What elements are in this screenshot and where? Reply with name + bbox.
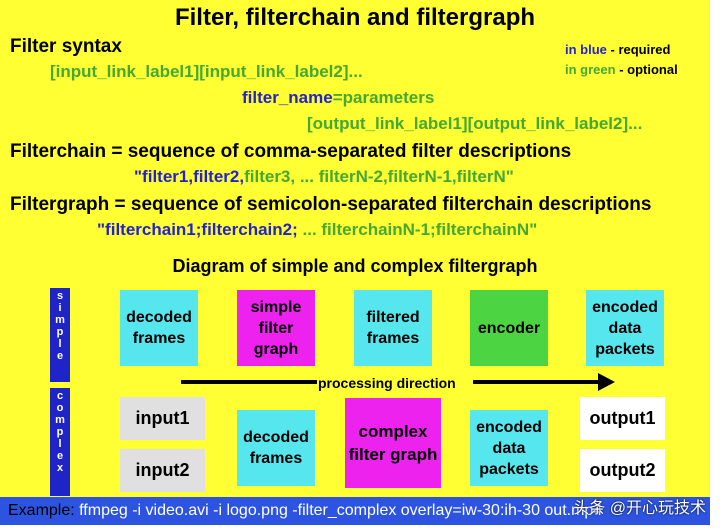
complex-filter-graph-box: complex filter graph [345, 398, 441, 488]
processing-direction-arrow [181, 373, 615, 391]
slide: Filter, filterchain and filtergraph Filt… [0, 0, 710, 525]
simple-encoded-packets-box: encoded data packets [586, 290, 664, 366]
simple-letter: m [55, 314, 65, 326]
output1-box: output1 [580, 397, 665, 440]
filtered-frames-box: filtered frames [354, 290, 432, 366]
filter-name: filter_name [242, 88, 333, 107]
simple-decoded-frames-box: decoded frames [120, 290, 198, 366]
legend-blue-text: in blue [565, 42, 607, 57]
filter-name-params: filter_name=parameters [242, 88, 434, 108]
legend-blue-desc: - required [606, 42, 671, 57]
filtergraph-example-required: "filterchain1;filterchain2; [97, 220, 298, 239]
output2-box: output2 [580, 449, 665, 492]
encoder-box: encoder [470, 290, 548, 366]
filterchain-example-optional: filter3, ... filterN-2,filterN-1,filterN… [244, 167, 514, 186]
simple-letter: s [56, 290, 64, 302]
filtergraph-example: "filterchain1;filterchain2; ... filterch… [97, 220, 537, 240]
filterchain-example-required: "filter1,filter2, [134, 167, 245, 186]
simple-letter: l [58, 338, 62, 350]
filterchain-definition: Filterchain = sequence of comma-separate… [10, 141, 572, 162]
complex-letter: o [56, 402, 64, 414]
input-link-labels: [input_link_label1][input_link_label2]..… [50, 62, 363, 81]
output-link-labels: [output_link_label1][output_link_label2]… [307, 114, 643, 133]
filtergraph-definition: Filtergraph = sequence of semicolon-sepa… [10, 194, 652, 215]
complex-letter: x [56, 462, 64, 474]
filter-syntax-heading: Filter syntax [10, 36, 122, 57]
legend-green-text: in green [565, 62, 616, 77]
input1-box: input1 [120, 397, 205, 440]
simple-filter-graph-box: simple filter graph [237, 290, 315, 366]
legend-required: in blue - required [565, 42, 670, 57]
diagram-title: Diagram of simple and complex filtergrap… [172, 256, 538, 276]
simple-vertical-label: s i m p l e [50, 288, 70, 382]
legend-optional: in green - optional [565, 62, 678, 77]
complex-vertical-label: c o m p l e x [50, 388, 70, 496]
simple-letter: i [58, 302, 62, 314]
complex-letter: l [58, 438, 62, 450]
example-label: Example: [8, 502, 75, 519]
filterchain-example: "filter1,filter2,filter3, ... filterN-2,… [134, 167, 514, 187]
complex-letter: m [55, 414, 65, 426]
example-command: ffmpeg -i video.avi -i logo.png -filter_… [74, 502, 603, 519]
arrow-head [598, 373, 615, 391]
simple-letter: e [56, 350, 64, 362]
complex-encoded-packets-box: encoded data packets [470, 410, 548, 486]
filtergraph-example-optional: ... filterchainN-1;filterchainN" [297, 220, 538, 239]
simple-letter: p [56, 326, 64, 338]
complex-letter: c [56, 390, 64, 402]
input2-box: input2 [120, 449, 205, 492]
watermark: 头条 @开心玩技术 [573, 500, 706, 517]
complex-letter: e [56, 450, 64, 462]
processing-direction-label: processing direction [318, 375, 456, 391]
slide-title: Filter, filterchain and filtergraph [174, 4, 536, 31]
legend-green-desc: - optional [615, 62, 678, 77]
complex-decoded-frames-box: decoded frames [237, 410, 315, 486]
parameters: =parameters [332, 88, 435, 107]
example-footer: Example: ffmpeg -i video.avi -i logo.png… [0, 497, 710, 525]
complex-letter: p [56, 426, 64, 438]
